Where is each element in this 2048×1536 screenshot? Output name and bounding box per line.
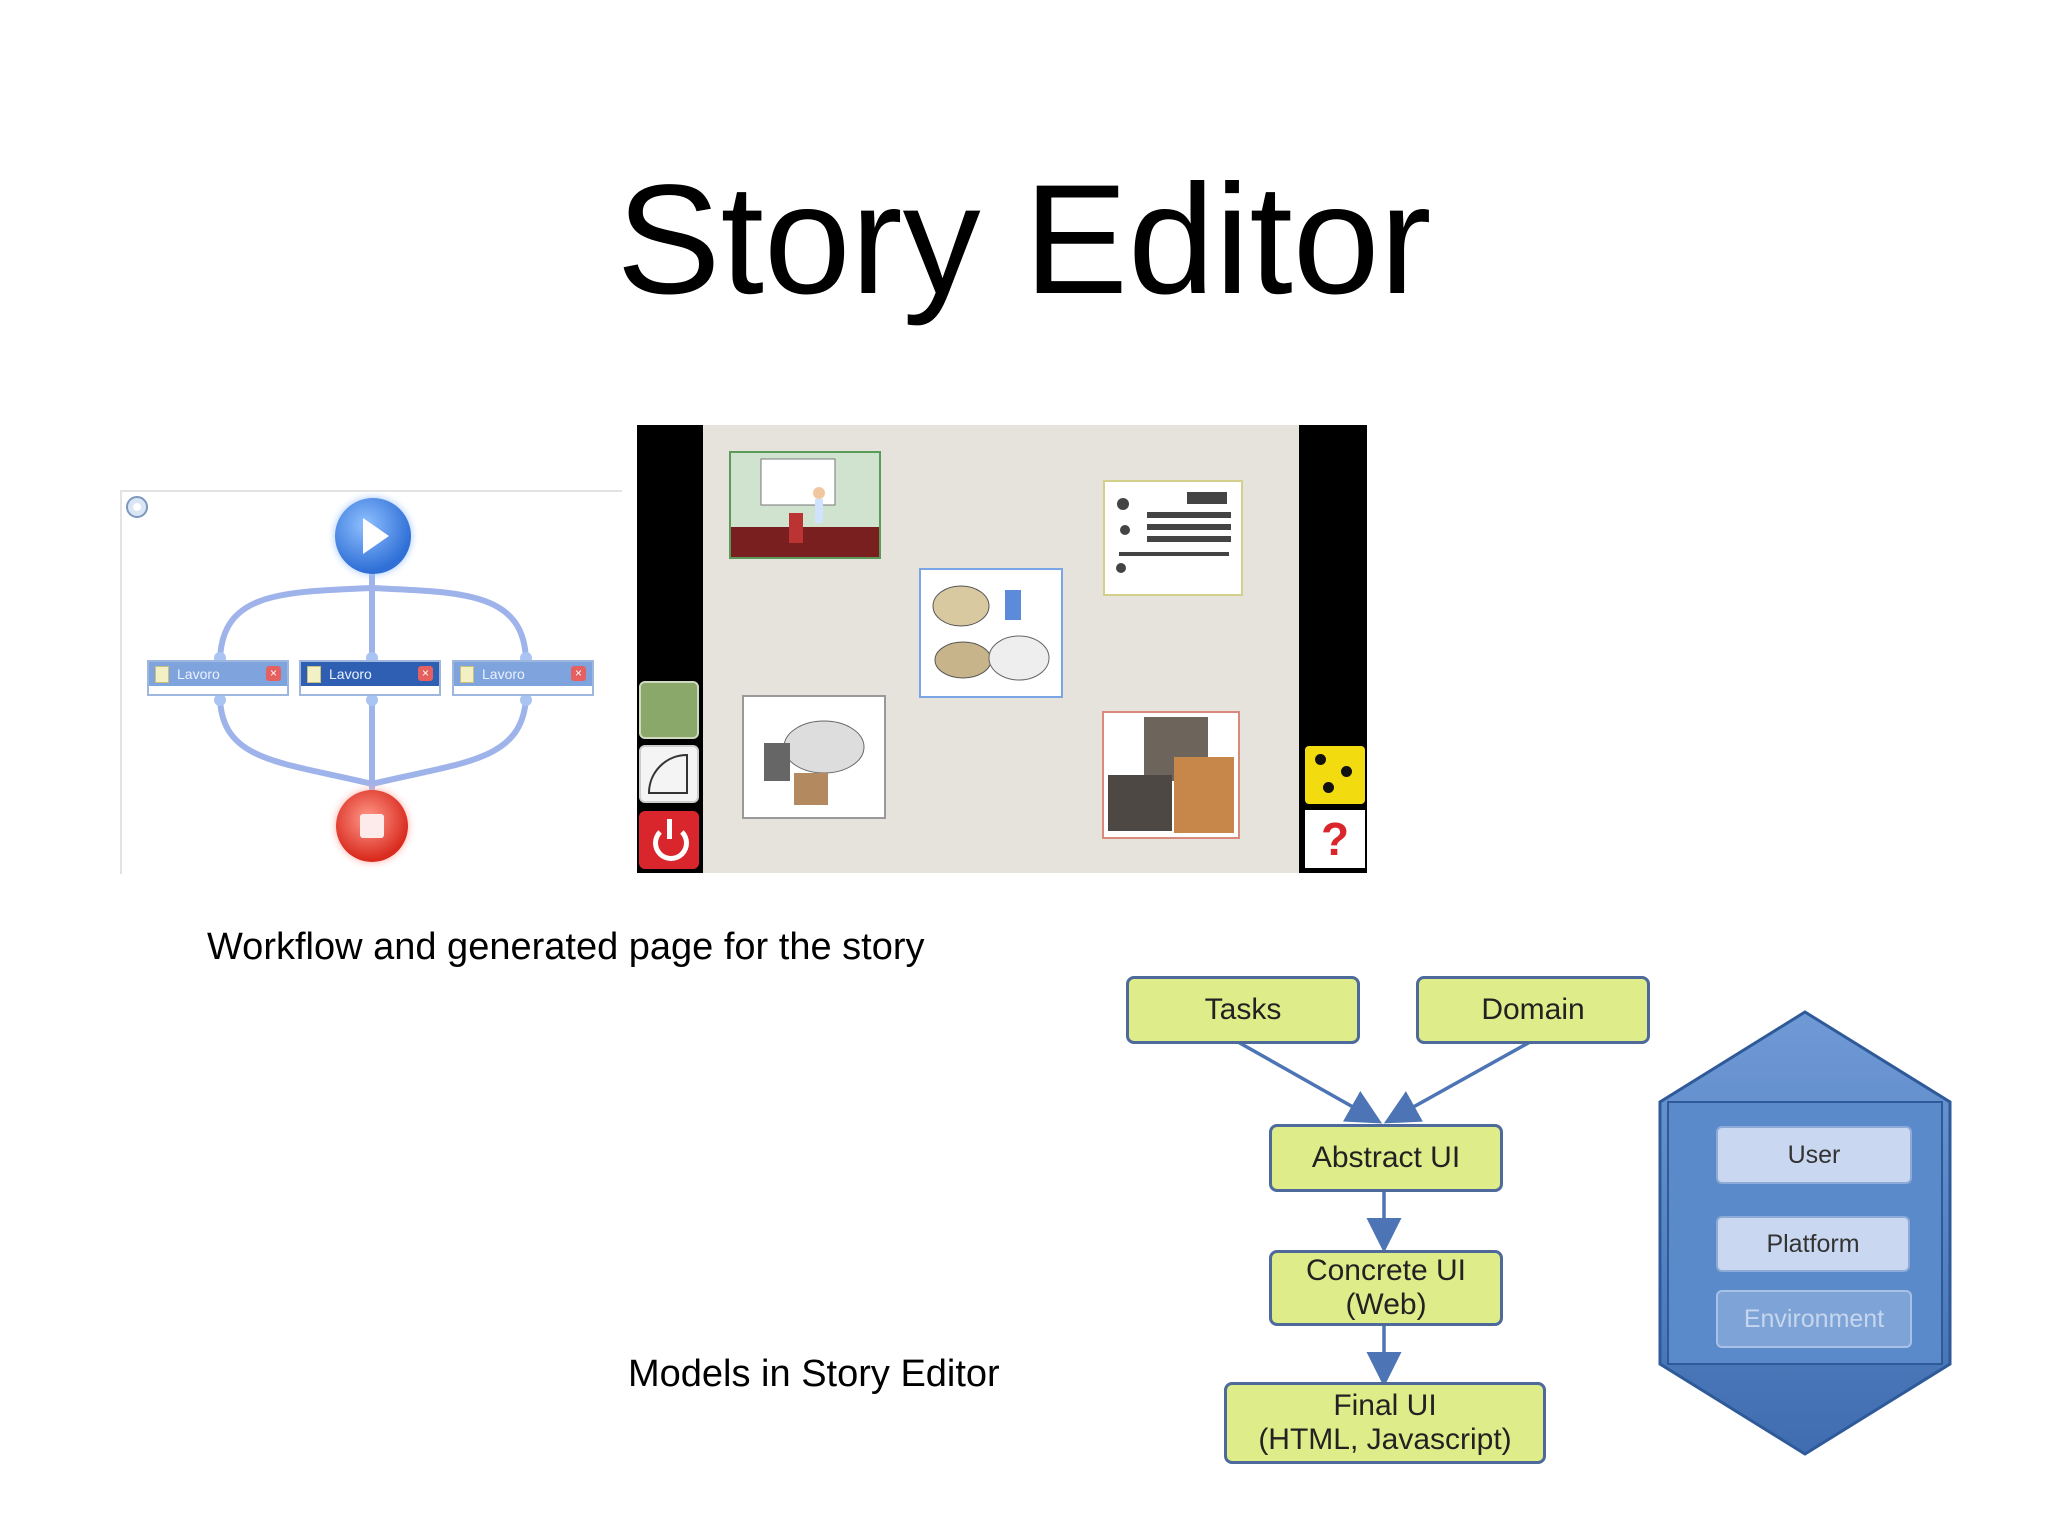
help-button[interactable]: ? — [1305, 810, 1365, 868]
alphabet-picture[interactable] — [1103, 480, 1243, 596]
workflow-task-3[interactable]: Lavoro × — [452, 660, 594, 696]
context-platform: Platform — [1716, 1216, 1910, 1272]
tablets-illustration — [1108, 717, 1234, 833]
left-toolbar — [637, 425, 703, 873]
right-toolbar — [1299, 425, 1367, 873]
workflow-task-1[interactable]: Lavoro × — [147, 660, 289, 696]
tasks-model-box: Tasks — [1126, 976, 1360, 1044]
power-button[interactable] — [639, 811, 699, 869]
stop-icon — [360, 814, 384, 838]
context-environment: Environment — [1716, 1290, 1912, 1348]
classroom-illustration — [731, 458, 879, 557]
final-ui-line2: (HTML, Javascript) — [1258, 1423, 1512, 1456]
protractor-icon — [647, 753, 688, 794]
document-icon — [307, 666, 321, 683]
close-icon[interactable]: × — [418, 666, 433, 681]
protractor-button[interactable] — [639, 745, 699, 803]
tablets-picture[interactable] — [1102, 711, 1240, 839]
workflow-panel: Lavoro × Lavoro × Lavoro × — [120, 490, 622, 874]
models-caption: Models in Story Editor — [628, 1353, 1000, 1395]
slide-title: Story Editor — [616, 153, 1432, 327]
task-label: Lavoro — [177, 666, 220, 682]
domain-model-box: Domain — [1416, 976, 1650, 1044]
play-icon — [363, 518, 389, 554]
abstract-ui-box: Abstract UI — [1269, 1124, 1503, 1192]
workflow-end-node[interactable] — [336, 790, 408, 862]
task-label: Lavoro — [482, 666, 525, 682]
final-ui-box: Final UI (HTML, Javascript) — [1224, 1382, 1546, 1464]
workflow-caption: Workflow and generated page for the stor… — [207, 926, 925, 968]
sketches-picture[interactable] — [919, 568, 1063, 698]
classroom-picture[interactable] — [729, 451, 881, 559]
artifacts-picture[interactable] — [742, 695, 886, 819]
task-label: Lavoro — [329, 666, 372, 682]
artifacts-illustration — [764, 720, 865, 805]
document-icon — [460, 666, 474, 683]
workflow-start-node[interactable] — [335, 498, 411, 574]
workflow-task-2[interactable]: Lavoro × — [299, 660, 441, 696]
alphabet-illustration — [1116, 492, 1231, 573]
corner-badge-icon — [126, 496, 148, 518]
document-icon — [155, 666, 169, 683]
concrete-ui-line1: Concrete UI — [1305, 1254, 1467, 1287]
close-icon[interactable]: × — [571, 666, 586, 681]
generated-page: ? — [637, 425, 1367, 873]
context-user: User — [1716, 1126, 1912, 1184]
concrete-ui-box: Concrete UI (Web) — [1269, 1250, 1503, 1326]
dice-button[interactable] — [1305, 746, 1365, 804]
models-diagram: Tasks Domain Abstract UI Concrete UI (We… — [1120, 970, 1980, 1470]
sketches-illustration — [932, 585, 1050, 681]
concrete-ui-line2: (Web) — [1345, 1288, 1427, 1321]
final-ui-line1: Final UI — [1333, 1389, 1437, 1422]
close-icon[interactable]: × — [266, 666, 281, 681]
map-thumbnail-button[interactable] — [639, 681, 699, 739]
